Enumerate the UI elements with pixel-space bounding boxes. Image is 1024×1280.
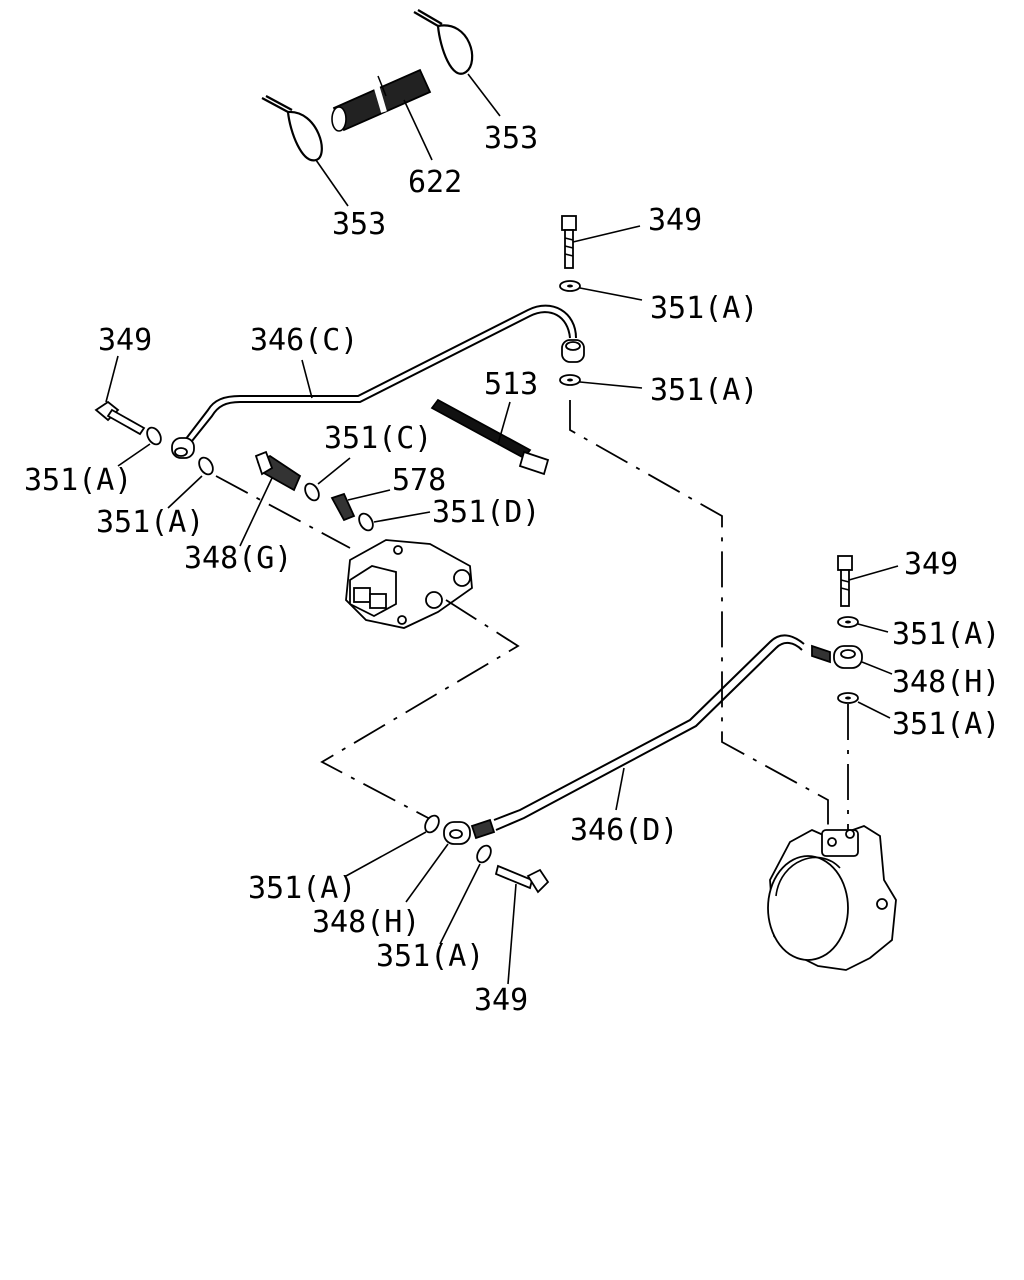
label-346c: 346(C) (250, 323, 358, 358)
label-351a-top2: 351(A) (650, 373, 758, 408)
label-578: 578 (392, 463, 446, 498)
bolt-349-bottom (494, 864, 550, 985)
label-351a-top1: 351(A) (650, 291, 758, 326)
cable-tie-left (261, 95, 349, 207)
label-351a-left: 351(A) (24, 463, 132, 498)
label-349-bottom: 349 (474, 983, 528, 1018)
label-353-top: 353 (484, 121, 538, 156)
assembly-centerlines (215, 400, 849, 830)
eye-fitting-left (171, 437, 195, 459)
washer-top-2 (559, 374, 643, 389)
tie-strap-513 (430, 398, 550, 476)
label-348h-bottom: 348(H) (312, 905, 420, 940)
cable-tie-top (413, 9, 501, 117)
washer-left-2 (167, 456, 214, 509)
label-351d: 351(D) (432, 495, 540, 530)
label-351a-right1: 351(A) (892, 617, 1000, 652)
bolt-349-top (561, 215, 641, 269)
banjo-348h-right (811, 644, 893, 675)
washer-right-2 (837, 692, 891, 719)
label-351a-right2: 351(A) (892, 707, 1000, 742)
washer-bottom-2 (439, 844, 492, 945)
washer-top-1 (559, 280, 643, 301)
lower-housing (767, 825, 897, 971)
pump-body (345, 539, 473, 629)
banjo-348h-bottom (405, 818, 496, 903)
label-349-top: 349 (648, 203, 702, 238)
corrugated-sleeve (331, 68, 433, 161)
washer-351d (358, 511, 431, 532)
label-351a-bottom1: 351(A) (248, 871, 356, 906)
label-348g: 348(G) (184, 541, 292, 576)
plug-578 (330, 489, 391, 522)
label-513: 513 (484, 367, 538, 402)
label-349-left: 349 (98, 323, 152, 358)
label-351c: 351(C) (324, 421, 432, 456)
label-346d: 346(D) (570, 813, 678, 848)
label-353-left: 353 (332, 207, 386, 242)
pipe-346d (493, 634, 805, 831)
fitting-348g (239, 450, 302, 547)
label-349-right: 349 (904, 547, 958, 582)
pipe-346c (181, 304, 577, 447)
washer-right-1 (837, 616, 889, 633)
washer-left-1 (117, 426, 162, 467)
bolt-349-left (94, 355, 146, 436)
washer-bottom-1 (345, 814, 440, 877)
label-622: 622 (408, 165, 462, 200)
label-351a-bottom2: 351(A) (376, 939, 484, 974)
label-348h-right: 348(H) (892, 665, 1000, 700)
eye-fitting-top (561, 339, 585, 363)
washer-351c (304, 457, 351, 502)
bolt-349-right (837, 555, 899, 607)
label-351a-mid: 351(A) (96, 505, 204, 540)
